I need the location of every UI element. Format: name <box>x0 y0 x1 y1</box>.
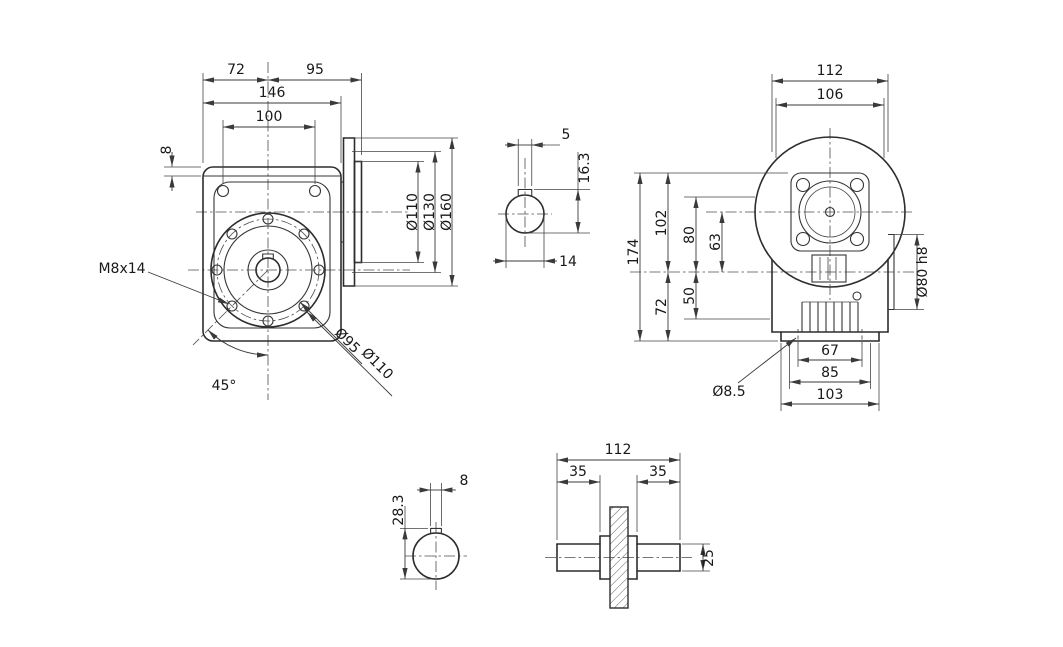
dim-106: 106 <box>817 87 844 103</box>
view-output-shaft: 112 35 35 25 <box>545 442 717 609</box>
dim-95: 95 <box>306 62 324 78</box>
dim-50: 50 <box>682 287 698 305</box>
dim-102: 102 <box>654 210 670 237</box>
dim-key-8: 8 <box>460 473 469 489</box>
dim-14: 14 <box>559 254 577 270</box>
dim-16-3: 16.3 <box>577 152 593 183</box>
dim-8-offset: 8 <box>159 146 175 155</box>
dim-146: 146 <box>259 85 286 101</box>
dim-112-side: 112 <box>817 63 844 79</box>
dim-key-5: 5 <box>562 127 571 143</box>
dim-35-left: 35 <box>569 464 587 480</box>
dim-85: 85 <box>821 365 839 381</box>
dim-80: 80 <box>682 226 698 244</box>
dim-dia80h8: Ø80 h8 <box>915 246 931 297</box>
view-input-shaft-section: 5 16.3 14 <box>493 127 593 270</box>
dim-dia160: Ø160 <box>439 193 455 231</box>
dim-dia95: Ø95 <box>331 325 363 357</box>
dim-174: 174 <box>626 239 642 266</box>
dim-72: 72 <box>227 62 245 78</box>
dim-dia8-5: Ø8.5 <box>712 384 745 400</box>
dim-35-right: 35 <box>649 464 667 480</box>
dim-100: 100 <box>256 109 283 125</box>
dim-67: 67 <box>821 343 839 359</box>
dim-112-shaft: 112 <box>605 442 632 458</box>
label-thread-m8x14: M8x14 <box>98 261 145 277</box>
dim-25: 25 <box>701 549 717 567</box>
dim-72-side: 72 <box>654 298 670 316</box>
dim-63: 63 <box>708 233 724 251</box>
dim-103: 103 <box>817 387 844 403</box>
dim-dia130: Ø130 <box>422 193 438 231</box>
view-output-bore-section: 8 28.3 <box>391 473 468 590</box>
dim-dia110-spigot: Ø110 <box>405 193 421 231</box>
dim-28-3: 28.3 <box>391 494 407 525</box>
view-side: 112 106 174 102 72 80 50 63 Ø80 h8 Ø8.5 … <box>626 63 931 411</box>
view-front: 72 95 146 100 8 M8x14 45° Ø95 Ø110 Ø110 … <box>98 62 458 400</box>
dim-45deg: 45° <box>212 378 237 394</box>
dim-dia110-bolt-circle: Ø110 <box>358 345 396 383</box>
